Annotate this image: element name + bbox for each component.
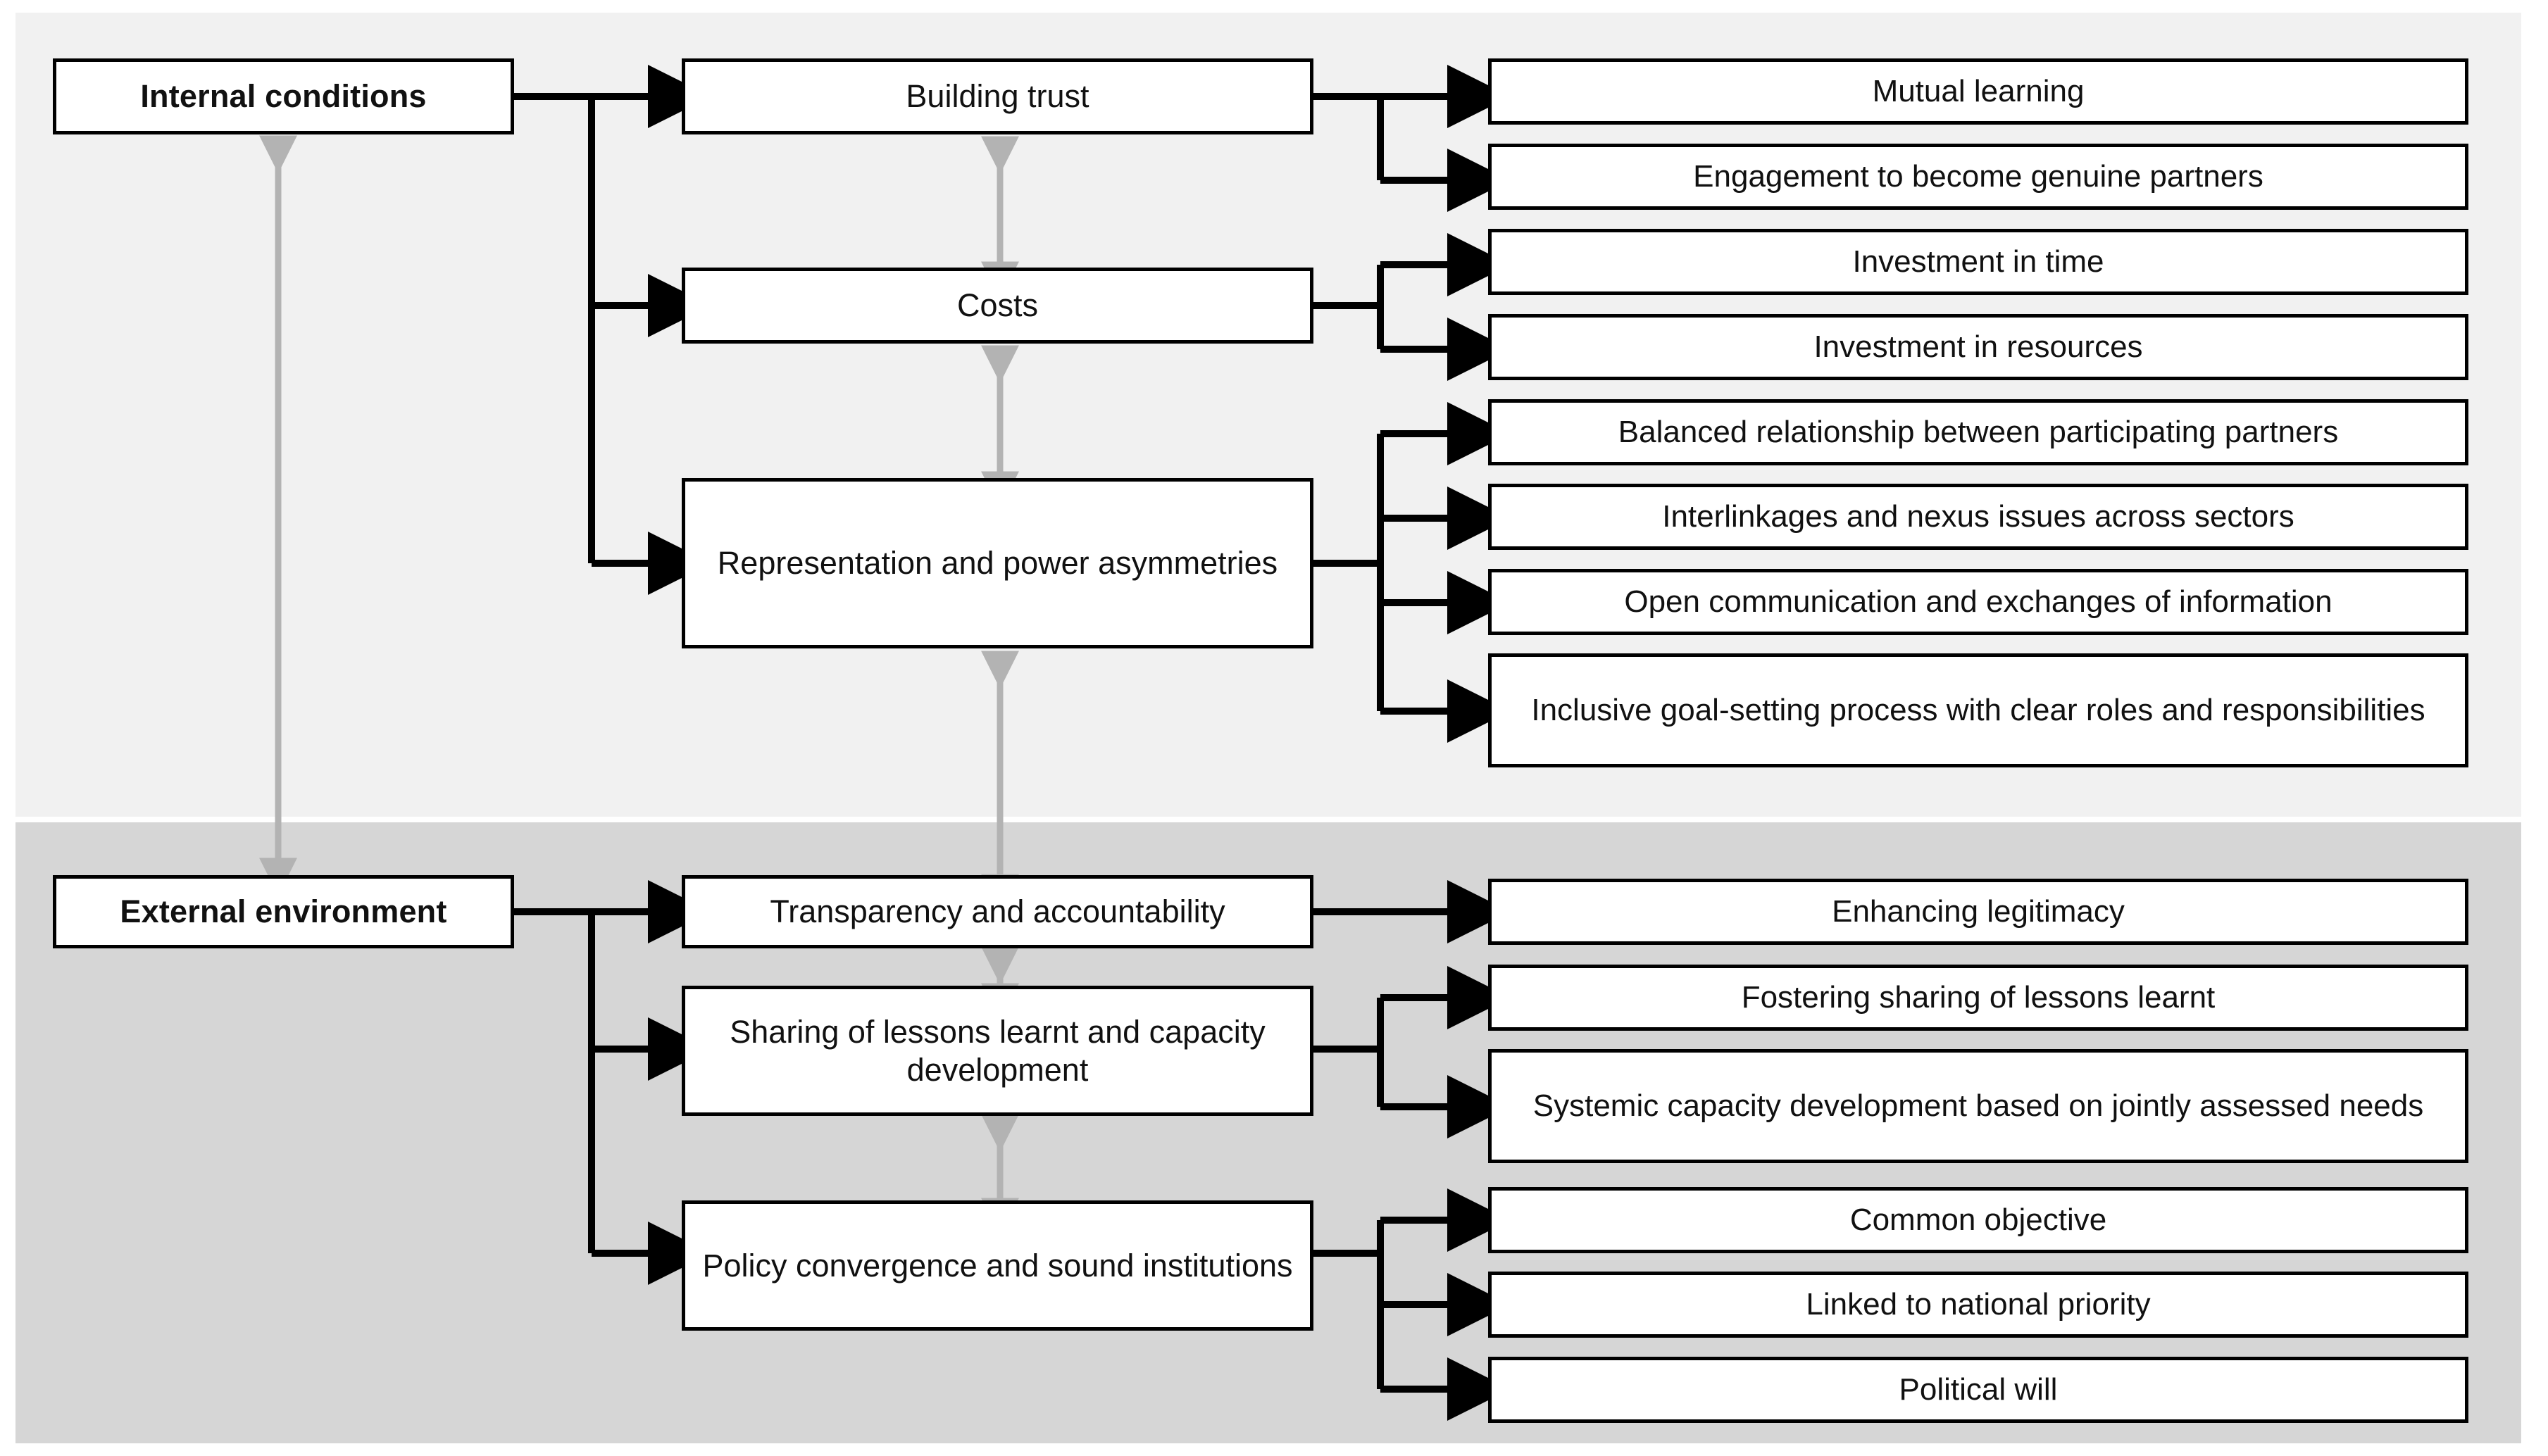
node-label: Investment in time bbox=[1852, 244, 2104, 280]
node-label: Building trust bbox=[906, 78, 1089, 115]
node-costs[interactable]: Costs bbox=[682, 268, 1313, 344]
node-label: Systemic capacity development based on j… bbox=[1532, 1088, 2424, 1124]
node-label: Political will bbox=[1899, 1372, 2058, 1407]
node-linked-to-national-priority[interactable]: Linked to national priority bbox=[1488, 1272, 2468, 1338]
node-sharing-of-lessons-learnt[interactable]: Sharing of lessons learnt and capacity d… bbox=[682, 986, 1313, 1116]
node-enhancing-legitimacy[interactable]: Enhancing legitimacy bbox=[1488, 879, 2468, 945]
node-label: Costs bbox=[956, 287, 1039, 324]
node-inclusive-goal-setting-process[interactable]: Inclusive goal-setting process with clea… bbox=[1488, 653, 2468, 767]
node-engagement-to-become-genuine-partners[interactable]: Engagement to become genuine partners bbox=[1488, 144, 2468, 210]
node-label: Linked to national priority bbox=[1806, 1287, 2151, 1322]
node-interlinkages-and-nexus-issues[interactable]: Interlinkages and nexus issues across se… bbox=[1488, 484, 2468, 550]
node-external-environment[interactable]: External environment bbox=[53, 875, 514, 948]
node-transparency-and-accountability[interactable]: Transparency and accountability bbox=[682, 875, 1313, 948]
node-label: Inclusive goal-setting process with clea… bbox=[1531, 693, 2425, 728]
node-label: Fostering sharing of lessons learnt bbox=[1741, 980, 2216, 1015]
node-label: Common objective bbox=[1849, 1203, 2107, 1238]
node-label: Sharing of lessons learnt and capacity d… bbox=[730, 1014, 1266, 1088]
node-systemic-capacity-development[interactable]: Systemic capacity development based on j… bbox=[1488, 1049, 2468, 1163]
node-common-objective[interactable]: Common objective bbox=[1488, 1187, 2468, 1253]
node-label: Open communication and exchanges of info… bbox=[1624, 584, 2332, 620]
node-label: Enhancing legitimacy bbox=[1832, 894, 2125, 929]
node-internal-conditions[interactable]: Internal conditions bbox=[53, 58, 514, 134]
node-representation-and-power-asymmetries[interactable]: Representation and power asymmetries bbox=[682, 478, 1313, 648]
node-investment-in-time[interactable]: Investment in time bbox=[1488, 229, 2468, 295]
node-label: Balanced relationship between participat… bbox=[1618, 415, 2339, 450]
node-label: Policy convergence and sound institution… bbox=[702, 1247, 1293, 1284]
node-label: Investment in resources bbox=[1813, 330, 2143, 365]
node-balanced-relationship[interactable]: Balanced relationship between participat… bbox=[1488, 399, 2468, 465]
node-label: Representation and power asymmetries bbox=[717, 545, 1278, 582]
node-building-trust[interactable]: Building trust bbox=[682, 58, 1313, 134]
node-label: Transparency and accountability bbox=[770, 893, 1225, 930]
node-label: Mutual learning bbox=[1872, 74, 2085, 109]
node-fostering-sharing-of-lessons-learnt[interactable]: Fostering sharing of lessons learnt bbox=[1488, 965, 2468, 1031]
node-political-will[interactable]: Political will bbox=[1488, 1357, 2468, 1423]
node-open-communication[interactable]: Open communication and exchanges of info… bbox=[1488, 569, 2468, 635]
node-label: Interlinkages and nexus issues across se… bbox=[1662, 499, 2294, 534]
node-investment-in-resources[interactable]: Investment in resources bbox=[1488, 314, 2468, 380]
node-policy-convergence-and-sound-institutions[interactable]: Policy convergence and sound institution… bbox=[682, 1200, 1313, 1331]
node-label: Internal conditions bbox=[140, 78, 427, 115]
node-mutual-learning[interactable]: Mutual learning bbox=[1488, 58, 2468, 125]
node-label: External environment bbox=[120, 893, 447, 930]
node-label: Engagement to become genuine partners bbox=[1693, 159, 2263, 194]
